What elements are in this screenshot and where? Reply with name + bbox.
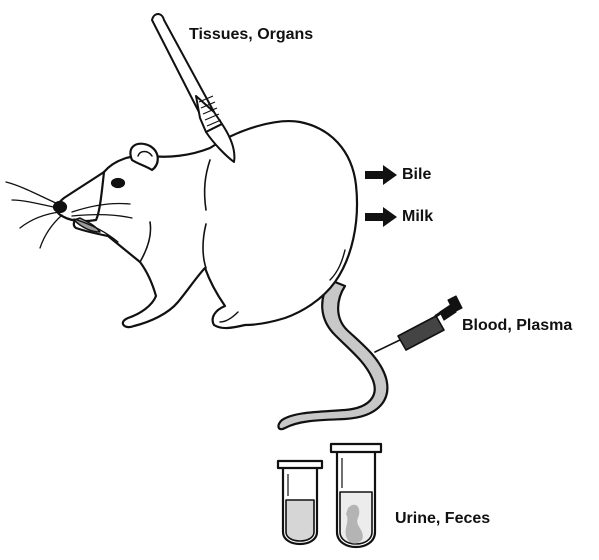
arrow-right-icon bbox=[365, 207, 397, 227]
syringe-barrel bbox=[398, 316, 444, 350]
rat-snout bbox=[57, 172, 104, 221]
syringe-icon bbox=[375, 296, 462, 352]
rat-eye bbox=[112, 179, 124, 187]
label-blood-plasma: Blood, Plasma bbox=[462, 318, 572, 334]
label-urine-feces: Urine, Feces bbox=[395, 511, 490, 527]
test-tube-icon bbox=[278, 444, 381, 547]
label-tissues-organs: Tissues, Organs bbox=[189, 27, 313, 43]
label-bile: Bile bbox=[402, 167, 431, 183]
urine-liquid bbox=[286, 500, 314, 541]
rat-illustration bbox=[54, 121, 387, 429]
arrow-right-icon bbox=[365, 165, 397, 185]
label-milk: Milk bbox=[402, 209, 433, 225]
rat-body bbox=[74, 121, 357, 328]
